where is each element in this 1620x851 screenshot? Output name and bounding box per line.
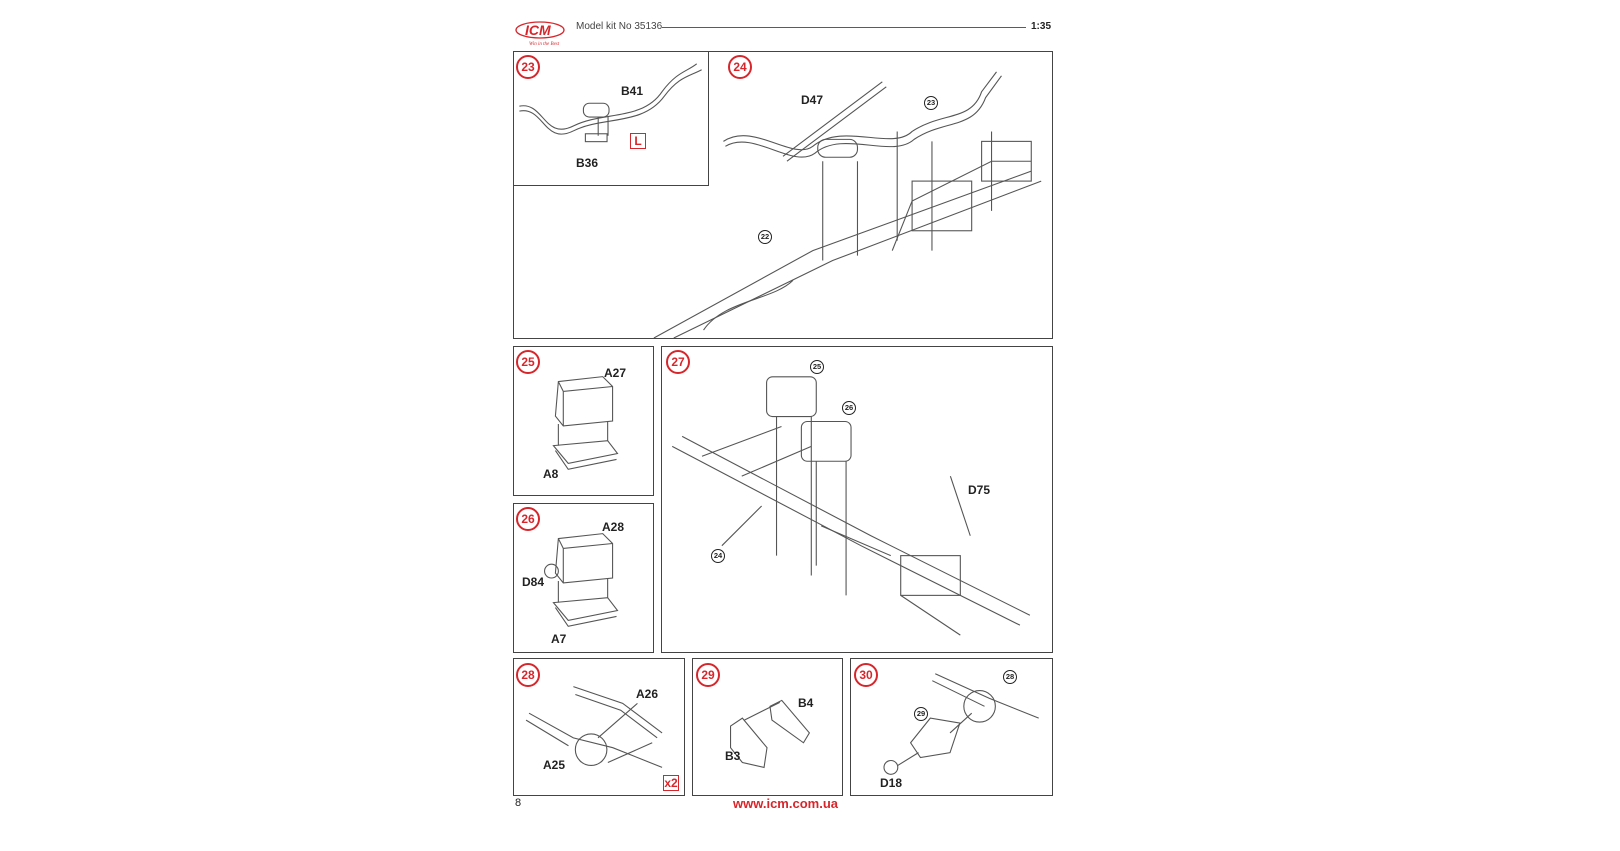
step-23-panel — [513, 51, 709, 186]
step-26-number: 26 — [516, 507, 540, 531]
chassis-tanks-drawing — [671, 376, 1031, 636]
step-23-number: 23 — [516, 55, 540, 79]
part-label-b36: B36 — [576, 156, 599, 170]
axle-housing-drawing — [525, 686, 663, 768]
header-rule — [662, 27, 1026, 28]
part-label-d75: D75 — [968, 483, 991, 497]
kit-number: Model kit No 35136 — [576, 21, 663, 32]
part-label-a25: A25 — [543, 758, 566, 772]
icm-logo: ICM Win in the Best — [515, 17, 567, 47]
step-ref-22: 22 — [758, 230, 772, 244]
step-30-panel — [850, 658, 1053, 796]
exhaust-pipe-drawing — [519, 63, 702, 143]
step-24-number: 24 — [728, 55, 752, 79]
tank-drawing — [552, 376, 619, 470]
axle-assembly-drawing — [883, 673, 1039, 775]
part-label-d47: D47 — [801, 93, 824, 107]
step-ref-25: 25 — [810, 360, 824, 374]
part-label-b4: B4 — [798, 696, 814, 710]
part-label-a8: A8 — [543, 467, 559, 481]
step-27-panel — [661, 346, 1053, 653]
part-label-d84: D84 — [522, 575, 545, 589]
step-28-number: 28 — [516, 663, 540, 687]
step-ref-24: 24 — [711, 549, 725, 563]
part-label-a27: A27 — [604, 366, 627, 380]
part-label-b3: B3 — [725, 749, 741, 763]
step-29-number: 29 — [696, 663, 720, 687]
tank-with-cap-drawing — [544, 533, 619, 627]
website-link[interactable]: www.icm.com.ua — [733, 796, 838, 811]
differential-halves-drawing — [730, 699, 811, 769]
step-ref-26: 26 — [842, 401, 856, 415]
step-26-panel — [513, 503, 654, 653]
step-24-panel — [513, 51, 1053, 339]
part-label-d18: D18 — [880, 776, 903, 790]
step-27-number: 27 — [666, 350, 690, 374]
chassis-exhaust-drawing — [653, 71, 1042, 338]
part-label-a28: A28 — [602, 520, 625, 534]
quantity-x2-box: x2 — [663, 775, 679, 791]
part-label-b41: B41 — [621, 84, 644, 98]
step-ref-23: 23 — [924, 96, 938, 110]
step-30-number: 30 — [854, 663, 878, 687]
svg-text:Win in the Best: Win in the Best — [529, 42, 560, 47]
step-25-panel — [513, 346, 654, 496]
part-label-a7: A7 — [551, 632, 567, 646]
step-ref-28: 28 — [1003, 670, 1017, 684]
page-number: 8 — [515, 797, 522, 809]
step-25-number: 25 — [516, 350, 540, 374]
scale-label: 1:35 — [1031, 21, 1052, 32]
marker-l-box: L — [630, 133, 646, 149]
svg-text:ICM: ICM — [525, 22, 551, 38]
part-label-a26: A26 — [636, 687, 659, 701]
step-28-panel — [513, 658, 685, 796]
step-ref-29: 29 — [914, 707, 928, 721]
